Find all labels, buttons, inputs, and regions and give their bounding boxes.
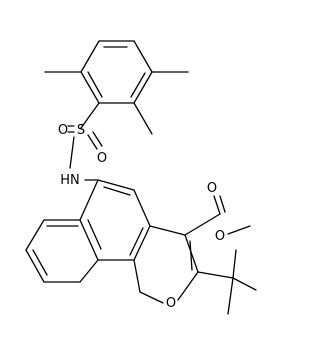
amine-nh-label: HN — [60, 173, 80, 188]
tert-butyl-group — [197, 249, 257, 315]
sulfur-label: S — [77, 123, 85, 138]
naphthalene-ring-b — [25, 219, 99, 283]
furan-ring — [133, 225, 199, 304]
ester-oxygen-label: O — [215, 229, 225, 244]
mesityl-ring — [80, 40, 153, 104]
carbonyl-oxygen-label: O — [207, 181, 217, 196]
methyl-groups — [44, 71, 189, 135]
sulfonyl-oxygen-right-label: O — [97, 151, 107, 166]
sulfonamide-group — [67, 102, 103, 181]
molecule-drawing: O S O HN O O O — [25, 40, 257, 315]
methyl-bond-lower — [133, 102, 153, 135]
structure-canvas: O S O HN O O O — [25, 40, 257, 315]
furan-oxygen-label: O — [166, 296, 176, 311]
sulfonyl-oxygen-left-label: O — [58, 123, 68, 138]
methyl-ester-group — [184, 195, 251, 236]
naphthalene-ring-a — [79, 179, 151, 261]
